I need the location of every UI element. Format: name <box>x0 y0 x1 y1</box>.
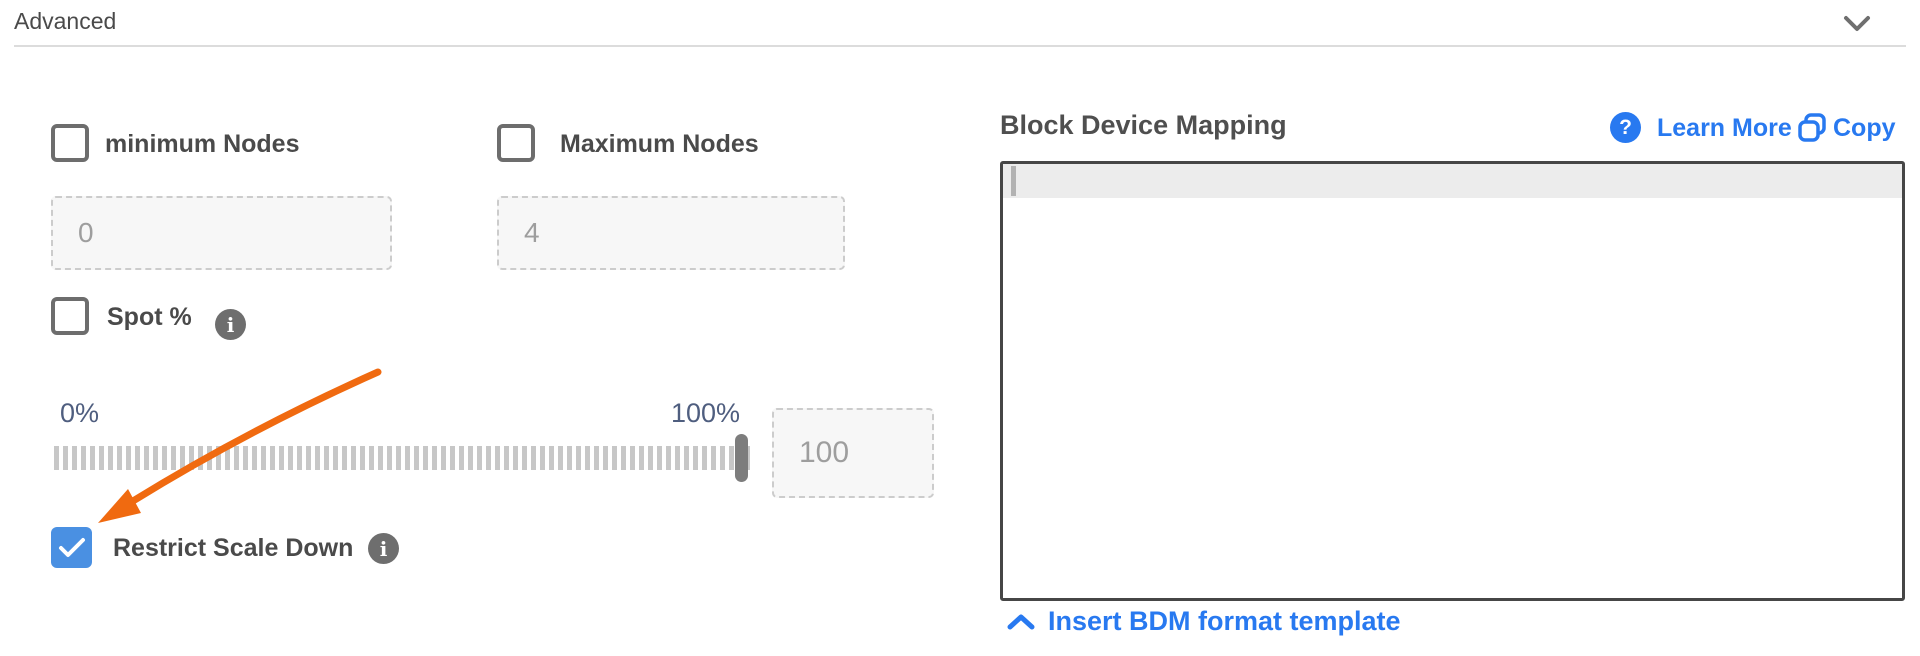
maximum-nodes-input[interactable] <box>497 196 845 270</box>
question-glyph: ? <box>1619 115 1632 139</box>
slider-min-label: 0% <box>60 398 100 428</box>
question-icon[interactable]: ? <box>1610 112 1641 143</box>
chevron-up-icon[interactable] <box>1007 613 1035 631</box>
restrict-scale-down-checkbox[interactable] <box>51 527 92 568</box>
minimum-nodes-input[interactable] <box>51 196 392 270</box>
copy-link[interactable]: Copy <box>1833 114 1896 142</box>
minimum-nodes-checkbox[interactable] <box>51 124 89 162</box>
restrict-scale-down-label: Restrict Scale Down <box>113 534 354 562</box>
block-device-mapping-title: Block Device Mapping <box>1000 110 1287 140</box>
info-glyph: i <box>379 536 388 561</box>
copy-icon[interactable] <box>1797 112 1827 143</box>
section-divider <box>14 45 1906 47</box>
spot-percent-checkbox[interactable] <box>51 297 89 335</box>
learn-more-link[interactable]: Learn More <box>1657 114 1792 142</box>
insert-bdm-template-link[interactable]: Insert BDM format template <box>1048 606 1401 636</box>
spot-percent-label: Spot % <box>107 303 192 331</box>
spot-percent-slider-handle[interactable] <box>735 434 748 482</box>
section-title-advanced: Advanced <box>14 8 117 34</box>
maximum-nodes-checkbox[interactable] <box>497 124 535 162</box>
spot-percent-value-input[interactable] <box>772 408 934 498</box>
spot-percent-slider-track[interactable] <box>54 446 750 470</box>
restrict-info-icon[interactable]: i <box>368 533 399 564</box>
minimum-nodes-label: minimum Nodes <box>105 130 300 158</box>
editor-active-line <box>1003 164 1902 198</box>
chevron-down-icon[interactable] <box>1842 12 1872 36</box>
editor-cursor <box>1011 166 1016 196</box>
block-device-mapping-editor[interactable] <box>1000 161 1905 601</box>
slider-max-label: 100% <box>670 398 740 428</box>
spot-info-icon[interactable]: i <box>215 309 246 340</box>
maximum-nodes-label: Maximum Nodes <box>560 130 759 158</box>
checkmark-icon <box>58 537 85 557</box>
info-glyph: i <box>226 312 235 337</box>
